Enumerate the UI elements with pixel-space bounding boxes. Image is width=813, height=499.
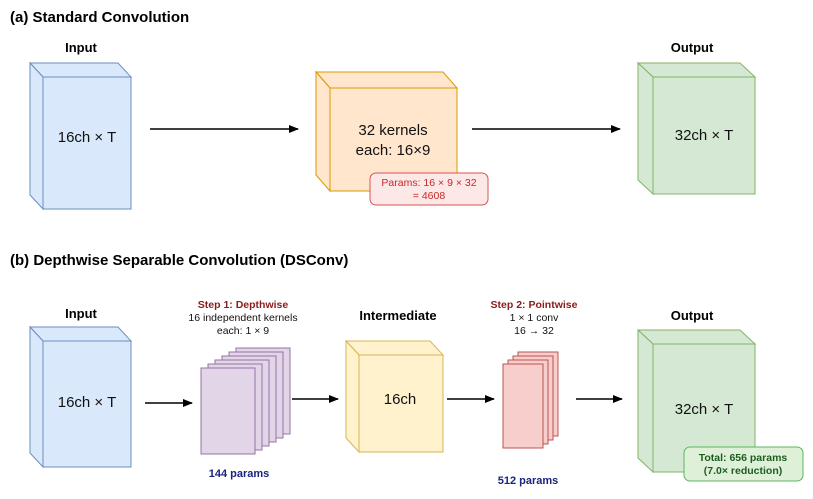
step2-params: 512 params <box>498 475 559 487</box>
input-label-b: Input <box>65 306 97 321</box>
params-note-box-a <box>369 172 489 206</box>
pointwise-kernel-stack <box>502 351 559 449</box>
step1-params: 144 params <box>209 468 270 480</box>
output-cube-a <box>636 61 757 196</box>
input-text-b: 16ch × T <box>58 394 117 411</box>
input-cube-b <box>28 325 133 469</box>
section-a-title: (a) Standard Convolution <box>10 9 189 26</box>
kernel-text-a-1: 32 kernels <box>358 122 427 139</box>
output-text-a: 32ch × T <box>675 127 734 144</box>
step1-line1: 16 independent kernels <box>188 312 297 324</box>
output-text-b: 32ch × T <box>675 401 734 418</box>
step2-line2: 16 → 32 <box>514 325 554 337</box>
intermediate-cube <box>344 339 445 454</box>
step2-title: Step 2: Pointwise <box>491 299 578 311</box>
output-label-a: Output <box>671 40 714 55</box>
depthwise-kernel-stack <box>200 347 291 455</box>
step1-title: Step 1: Depthwise <box>198 299 289 311</box>
output-label-b: Output <box>671 308 714 323</box>
kernel-text-a-2: each: 16×9 <box>356 142 431 159</box>
intermediate-text: 16ch <box>384 391 417 408</box>
step2-line1: 1 × 1 conv <box>510 312 559 324</box>
total-note-box <box>683 446 804 482</box>
section-b-title: (b) Depthwise Separable Convolution (DSC… <box>10 252 348 269</box>
input-cube-a <box>28 61 133 211</box>
params-note-a-1: Params: 16 × 9 × 32 <box>381 177 476 189</box>
params-note-a-2: = 4608 <box>413 190 446 202</box>
input-label-a: Input <box>65 40 97 55</box>
intermediate-label: Intermediate <box>359 308 436 323</box>
total-note-2: (7.0× reduction) <box>704 465 782 477</box>
input-text-a: 16ch × T <box>58 129 117 146</box>
total-note-1: Total: 656 params <box>699 452 788 464</box>
step1-line2: each: 1 × 9 <box>217 325 269 337</box>
